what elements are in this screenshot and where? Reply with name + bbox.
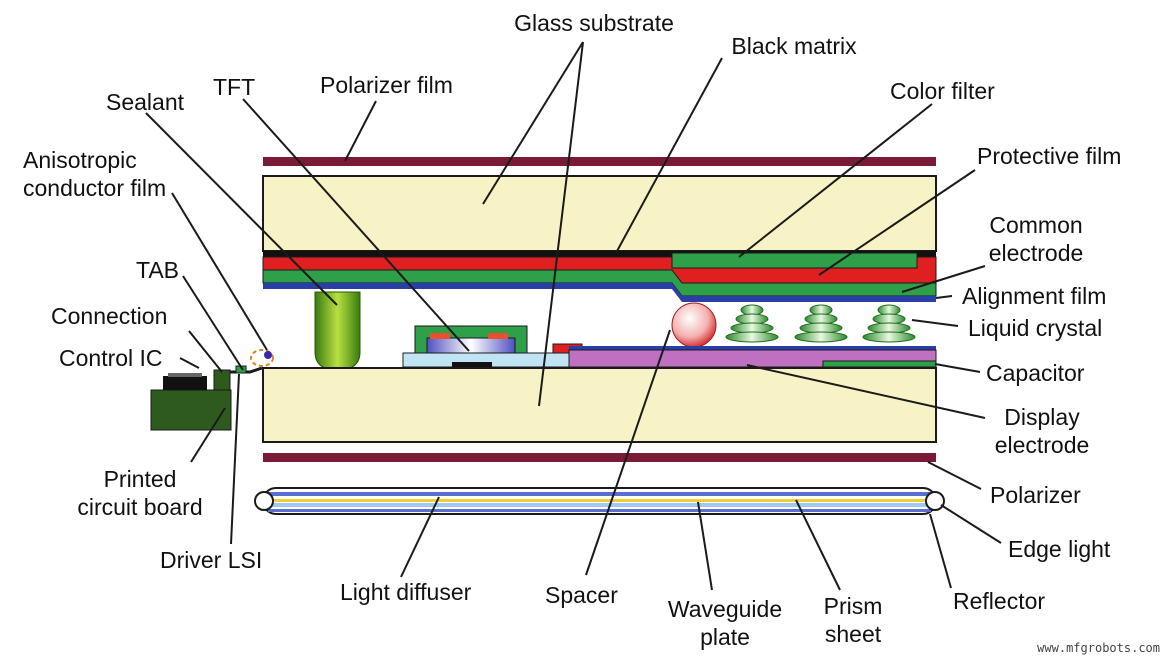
label-black-matrix: Black matrix [731, 33, 857, 59]
alignment-film [263, 283, 936, 302]
acf-dot [264, 351, 272, 359]
label-capacitor: Capacitor [986, 360, 1085, 386]
leader-lines [145, 41, 1002, 591]
label-common-electrode-line1: Common [989, 212, 1083, 238]
liquid-crystal-stacks [725, 304, 916, 343]
anisotropic-conductor-film [250, 349, 274, 367]
label-prism-sheet-line1: Prism [823, 593, 883, 619]
sealant [314, 291, 361, 371]
label-display-electrode-line2: electrode [994, 432, 1090, 458]
label-printed-circuit-board-line2: circuit board [77, 494, 203, 520]
lower-glass-substrate [262, 367, 937, 443]
watermark: www.mfgrobots.com [1037, 641, 1160, 655]
label-polarizer: Polarizer [990, 482, 1081, 508]
label-prism-sheet-line2: sheet [824, 621, 882, 647]
label-driver-lsi: Driver LSI [160, 547, 263, 573]
label-waveguide-plate-line1: Waveguide [667, 596, 783, 622]
label-edge-light: Edge light [1008, 536, 1111, 562]
printed-circuit-board [150, 389, 232, 431]
black-matrix [263, 251, 936, 257]
label-sealant: Sealant [106, 89, 185, 115]
label-printed-circuit-board-line1: Printed [103, 466, 177, 492]
label-alignment-film: Alignment film [962, 283, 1107, 309]
display-electrode-layer [569, 346, 936, 350]
label-glass-substrate: Glass substrate [514, 10, 674, 36]
label-waveguide-plate-line2: plate [700, 624, 750, 650]
color-filter-green [671, 252, 918, 269]
label-spacer: Spacer [545, 582, 618, 608]
label-tft: TFT [213, 74, 256, 100]
upper-glass-substrate [262, 175, 937, 252]
label-anisotropic-conductor-film-line1: Anisotropic [23, 147, 137, 173]
label-reflector: Reflector [953, 588, 1046, 614]
label-common-electrode-line2: electrode [988, 240, 1084, 266]
label-light-diffuser: Light diffuser [340, 579, 472, 605]
capacitor-electrode [822, 360, 937, 368]
spacer [671, 302, 717, 348]
control-ic-top [168, 373, 202, 377]
edge-light [925, 491, 945, 511]
label-protective-film: Protective film [977, 143, 1122, 169]
label-tab: TAB [136, 257, 180, 283]
label-display-electrode-line1: Display [1004, 404, 1080, 430]
left-light-source [254, 491, 274, 511]
control-ic [163, 376, 207, 390]
label-control-ic: Control IC [59, 345, 163, 371]
label-connection: Connection [51, 303, 168, 329]
label-polarizer-film: Polarizer film [320, 72, 453, 98]
tft [402, 325, 583, 368]
connection-block [213, 369, 231, 391]
label-liquid-crystal: Liquid crystal [968, 315, 1103, 341]
label-color-filter: Color filter [890, 78, 995, 104]
top-polarizer-film [263, 157, 936, 166]
label-anisotropic-conductor-film-line2: conductor film [23, 175, 167, 201]
bottom-polarizer [263, 453, 936, 462]
backlight-assembly [254, 487, 945, 515]
